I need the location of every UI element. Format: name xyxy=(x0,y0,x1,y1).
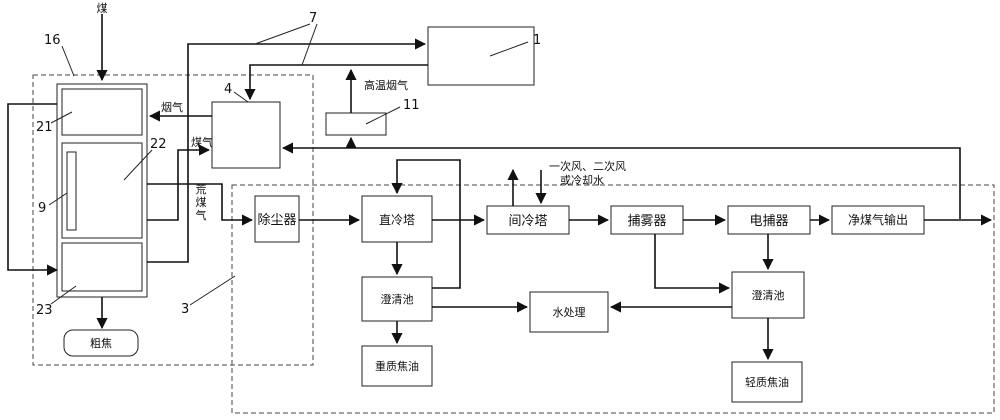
coal-input-label: 煤 xyxy=(97,2,108,15)
leader-23 xyxy=(50,285,77,305)
direct-cooling-tower-box xyxy=(361,195,433,243)
leader-3 xyxy=(189,275,236,306)
unit-4-box xyxy=(211,101,281,169)
arrow-mist-to-clarifier xyxy=(654,234,731,294)
clean-gas-output-label: 净煤气输出 xyxy=(848,212,908,227)
flue-gas-label: 烟气 xyxy=(161,100,183,114)
indirect-cooling-tower-label: 间冷塔 xyxy=(508,214,547,229)
arrow-to-unit-1 xyxy=(147,38,427,263)
dust-remover-box xyxy=(254,195,300,243)
cooling-media-line-1: 一次风、二次风 xyxy=(549,159,626,173)
arrow-gas-return xyxy=(281,142,961,219)
light-tar-box xyxy=(731,361,803,403)
unit-1-box xyxy=(427,26,535,86)
ref-21: 21 xyxy=(36,120,53,135)
arrow-oven-loop xyxy=(7,103,59,276)
water-treatment-label: 水处理 xyxy=(553,306,586,319)
ref-4: 4 xyxy=(224,82,232,97)
raw-gas-char-1: 荒 xyxy=(196,183,207,196)
raw-gas-char-2: 煤 xyxy=(196,196,207,209)
unit-11-box xyxy=(325,112,387,136)
electric-catcher-label: 电捕器 xyxy=(749,213,788,229)
cooling-media-line-2: 或冷却水 xyxy=(560,174,604,187)
raw-gas-char-3: 气 xyxy=(196,208,207,222)
leader-11 xyxy=(365,106,401,125)
leader-1 xyxy=(489,41,529,57)
arrow-clarifier-recycle xyxy=(391,159,461,289)
oven-section-23 xyxy=(61,242,143,292)
leader-21 xyxy=(50,111,73,124)
clarifier-2-label: 澄清池 xyxy=(752,288,785,302)
leader-4 xyxy=(233,91,249,103)
ref-1: 1 xyxy=(533,33,541,48)
leader-7a xyxy=(254,23,311,45)
leader-22 xyxy=(123,149,153,181)
crude-coke-label: 粗焦 xyxy=(90,337,112,350)
water-treatment-box xyxy=(529,291,609,333)
dust-remover-label: 除尘器 xyxy=(257,213,296,228)
mist-catcher-box xyxy=(610,205,684,235)
clarifier-1-label: 澄清池 xyxy=(381,292,414,306)
ref-9: 9 xyxy=(38,201,46,216)
clean-gas-output-box xyxy=(831,205,925,235)
electric-catcher-box xyxy=(727,205,811,235)
mist-catcher-label: 捕雾器 xyxy=(627,213,666,229)
boundary-3 xyxy=(231,184,995,414)
ref-23: 23 xyxy=(36,303,53,318)
crude-coke-box xyxy=(63,329,139,357)
heavy-tar-label: 重质焦油 xyxy=(375,359,419,373)
clarifier-1-box xyxy=(361,276,433,322)
leader-7b xyxy=(301,23,318,66)
coal-gas-label: 煤气 xyxy=(191,135,213,149)
leader-16 xyxy=(61,45,75,77)
ref-3: 3 xyxy=(181,302,189,317)
light-tar-label: 轻质焦油 xyxy=(745,375,789,389)
heavy-tar-box xyxy=(361,345,433,387)
ref-7: 7 xyxy=(309,11,317,26)
leader-9 xyxy=(48,192,68,206)
clarifier-2-box xyxy=(731,271,805,319)
arrow-coal-gas-to-4 xyxy=(147,144,211,221)
ref-22: 22 xyxy=(150,137,167,152)
direct-cooling-tower-label: 直冷塔 xyxy=(379,213,415,227)
ref-11: 11 xyxy=(403,98,420,113)
ref-16: 16 xyxy=(44,33,61,48)
arrow-from-unit-1 xyxy=(244,64,428,101)
oven-element-9 xyxy=(66,151,77,231)
high-temp-flue-gas-label: 高温烟气 xyxy=(364,78,408,92)
oven-section-21 xyxy=(61,88,143,136)
arrow-raw-gas xyxy=(147,183,254,226)
